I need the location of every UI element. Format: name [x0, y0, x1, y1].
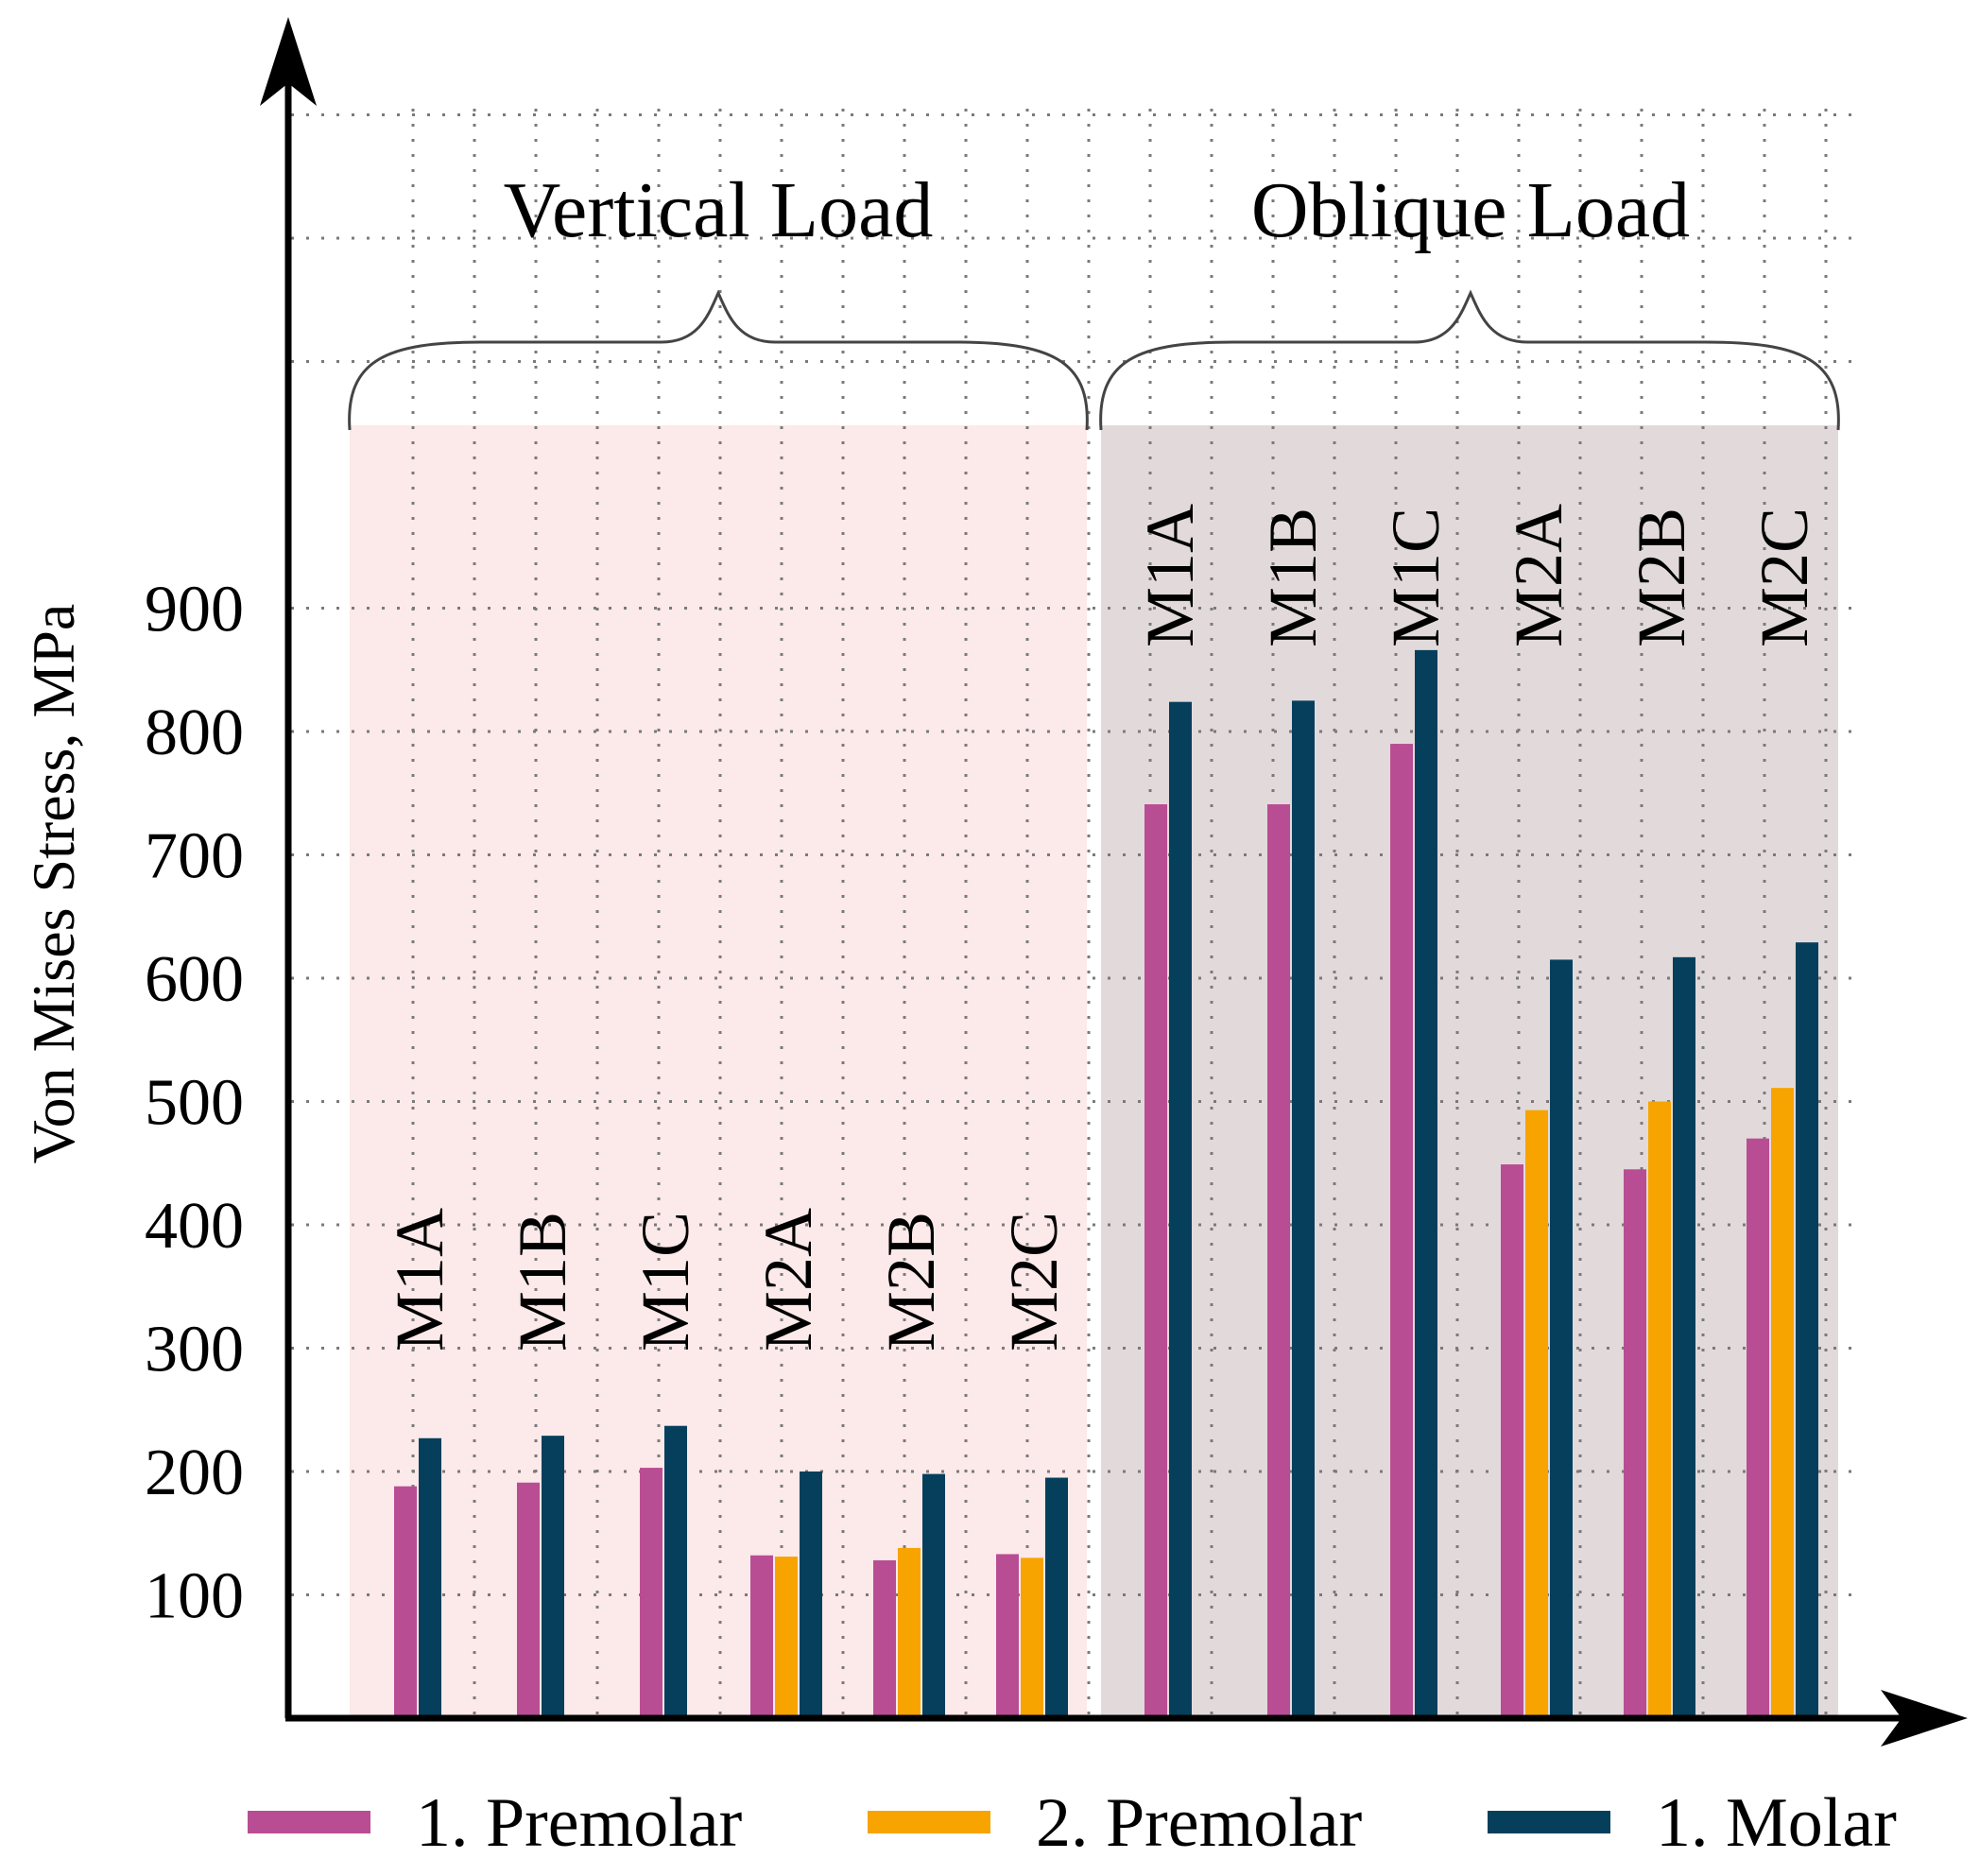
- bar: [1267, 803, 1290, 1718]
- group-background-vertical-load: [350, 425, 1087, 1718]
- bar: [1045, 1477, 1068, 1718]
- bar: [419, 1437, 441, 1718]
- bar: [1021, 1558, 1043, 1718]
- bar: [664, 1425, 687, 1718]
- category-label: M1A: [382, 1208, 457, 1351]
- y-axis-arrowhead: [260, 17, 317, 106]
- category-label: M2C: [1747, 508, 1822, 647]
- legend-label: 1. Molar: [1656, 1784, 1897, 1862]
- group-brace: [1099, 289, 1840, 431]
- legend-swatch: [868, 1811, 990, 1833]
- bar: [1550, 959, 1573, 1718]
- bar: [800, 1472, 822, 1718]
- y-tick-label: 800: [145, 697, 244, 769]
- bar: [640, 1468, 663, 1718]
- y-axis-title: Von Mises Stress, MPa: [20, 604, 87, 1164]
- y-tick-label: 400: [145, 1190, 244, 1263]
- bar: [873, 1559, 896, 1718]
- bar: [1390, 744, 1413, 1718]
- x-axis-arrowhead: [1881, 1690, 1968, 1747]
- group-background-oblique-load: [1101, 425, 1838, 1718]
- bar: [394, 1486, 417, 1718]
- group-title: Oblique Load: [1251, 166, 1690, 254]
- bar: [1624, 1169, 1646, 1718]
- category-label: M2B: [1624, 508, 1699, 647]
- y-tick-label: 100: [145, 1560, 244, 1633]
- legend-swatch: [1488, 1811, 1610, 1833]
- bar: [1747, 1138, 1769, 1718]
- legend-label: 2. Premolar: [1036, 1784, 1362, 1862]
- bar: [1144, 803, 1167, 1718]
- y-tick-label: 600: [145, 943, 244, 1016]
- bar: [898, 1547, 921, 1718]
- bar: [517, 1482, 540, 1718]
- bar: [1648, 1101, 1671, 1718]
- group-title: Vertical Load: [504, 166, 934, 254]
- category-label: M1B: [1255, 508, 1331, 647]
- category-label: M2C: [996, 1212, 1072, 1351]
- bar: [1796, 942, 1818, 1718]
- category-label: M1A: [1132, 504, 1208, 647]
- category-label: M1C: [1378, 508, 1454, 647]
- y-tick-label: 700: [145, 820, 244, 893]
- legend-label: 1. Premolar: [416, 1784, 742, 1862]
- category-label: M1C: [628, 1212, 703, 1351]
- legend-swatch: [248, 1811, 370, 1833]
- category-label: M2B: [873, 1212, 949, 1351]
- bar: [1501, 1164, 1523, 1718]
- bar: [922, 1473, 945, 1718]
- y-tick-label: 900: [145, 574, 244, 646]
- y-tick-label: 500: [145, 1067, 244, 1140]
- bar: [1673, 956, 1695, 1718]
- bar: [1771, 1088, 1794, 1718]
- group-brace: [348, 289, 1089, 431]
- category-label: M2A: [1501, 504, 1576, 647]
- bar: [542, 1436, 564, 1718]
- category-label: M1B: [505, 1212, 580, 1351]
- y-tick-label: 200: [145, 1437, 244, 1509]
- bar: [1169, 701, 1192, 1719]
- legend: 1. Premolar 2. Premolar 1. Molar: [248, 1784, 1897, 1862]
- category-label: M2A: [750, 1208, 826, 1351]
- bar: [996, 1554, 1019, 1718]
- bar: [775, 1557, 798, 1718]
- bar: [750, 1555, 773, 1718]
- bar: [1292, 700, 1315, 1718]
- bar: [1525, 1110, 1548, 1718]
- bar: [1415, 649, 1437, 1718]
- y-tick-label: 300: [145, 1314, 244, 1386]
